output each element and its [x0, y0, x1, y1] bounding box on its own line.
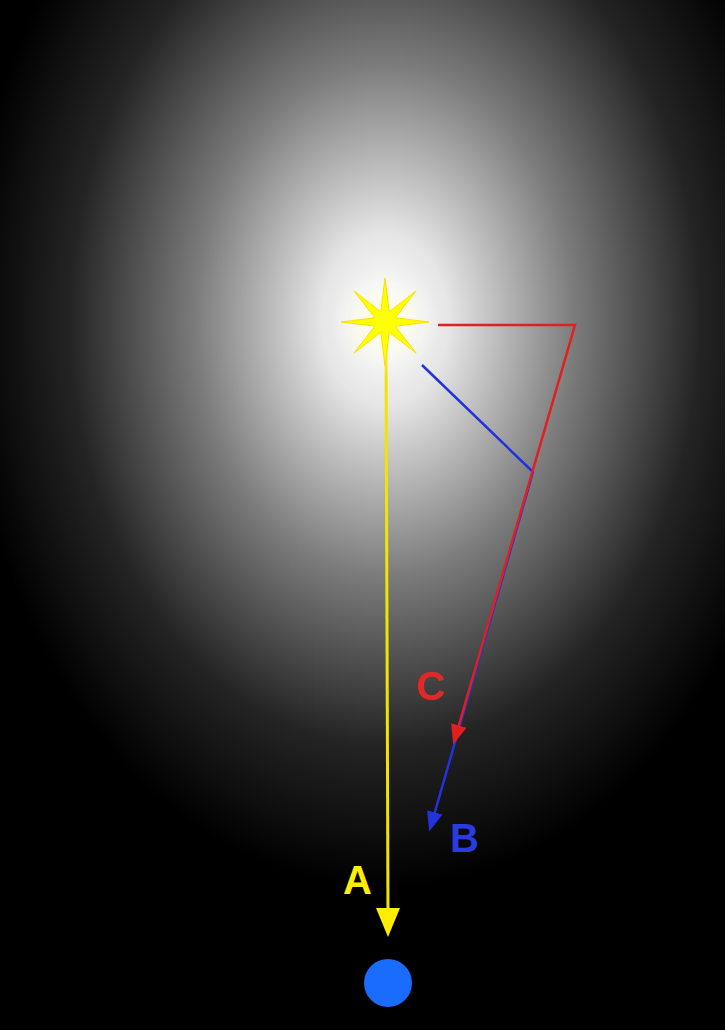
star-symbol [341, 278, 429, 366]
star-glow [330, 267, 440, 377]
observer-dot [364, 959, 412, 1007]
ray-b [422, 365, 533, 822]
ray-c [438, 325, 575, 735]
ray-label: B [450, 818, 479, 858]
ray-a [386, 340, 388, 912]
ray-a-head [376, 908, 400, 937]
ray-label: C [416, 666, 445, 706]
ray-label: A [343, 860, 372, 900]
